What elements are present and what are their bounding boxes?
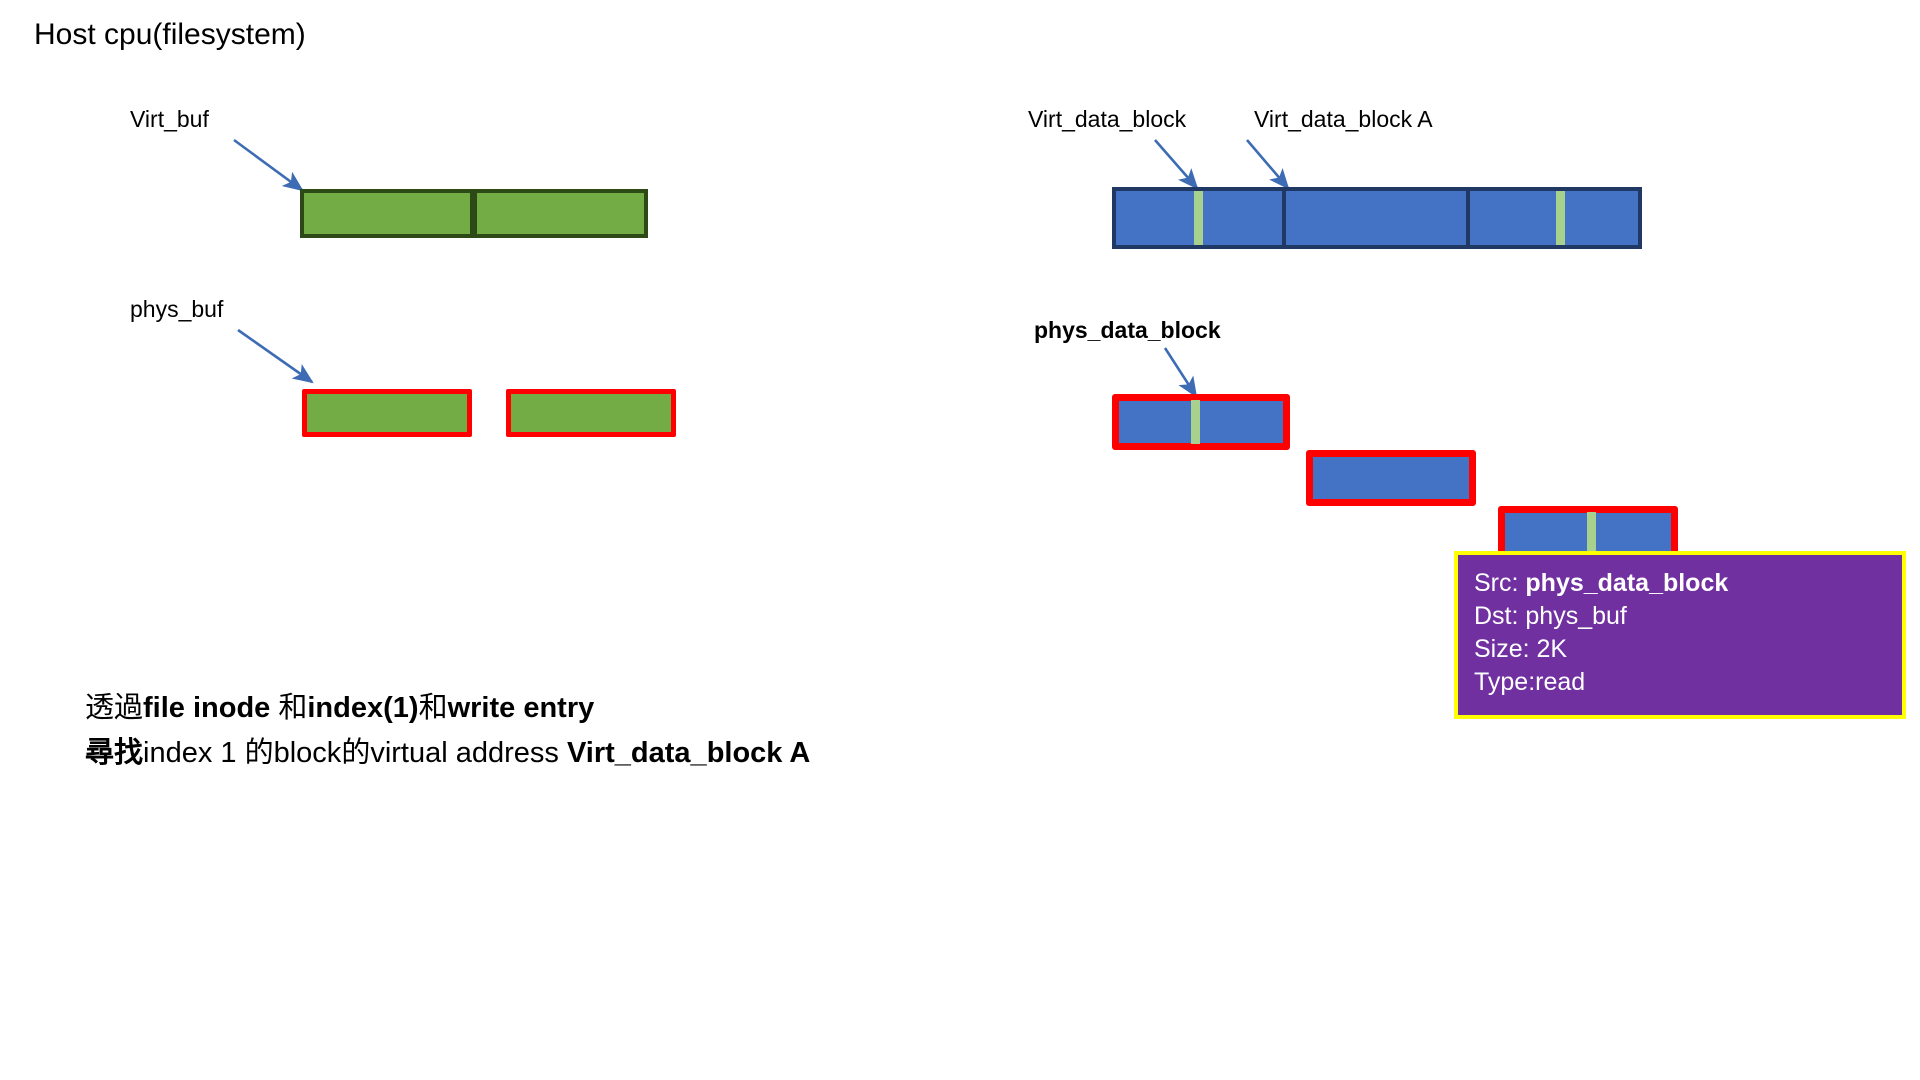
label-virt-data-block-a: Virt_data_block A	[1254, 106, 1433, 132]
note-l1-p4: index(1)	[307, 692, 419, 724]
arrow-phys-buf	[237, 328, 314, 384]
transfer-dst-value: phys_buf	[1525, 602, 1627, 630]
transfer-size-value: 2K	[1536, 635, 1568, 663]
virt-data-block-bar	[1112, 187, 1642, 249]
page-title: Host cpu(filesystem)	[34, 18, 306, 51]
arrow-phys-data-block	[1163, 347, 1198, 398]
note-l2-p6: virtual address	[370, 737, 567, 769]
arrow-virt-data-block-a	[1246, 139, 1290, 190]
label-phys-data-block: phys_data_block	[1034, 317, 1221, 343]
arrow-virt-buf	[233, 138, 304, 192]
block-boundary-stripe	[1194, 191, 1203, 245]
transfer-src-line: Src: phys_data_block	[1474, 567, 1886, 600]
phys-buf-box	[506, 389, 676, 437]
label-virt-buf: Virt_buf	[130, 106, 209, 132]
note-l2-p4: block	[273, 737, 342, 769]
label-virt-data-block: Virt_data_block	[1028, 106, 1187, 132]
explanation-note: 透過file inode 和index(1)和write entry 尋找ind…	[85, 686, 810, 776]
note-l2-p3: 的	[244, 737, 274, 769]
transfer-src-key: Src:	[1474, 569, 1526, 597]
note-l1-p3: 和	[278, 692, 308, 724]
phys-data-block-box	[1112, 394, 1290, 450]
arrow-virt-data-block	[1154, 139, 1199, 190]
note-l1-p2: file inode	[143, 692, 279, 724]
transfer-type-line: Type:read	[1474, 666, 1886, 699]
virt-data-block-segment	[1466, 191, 1638, 245]
block-boundary-stripe	[1587, 512, 1596, 556]
phys-data-block-box	[1306, 450, 1476, 506]
transfer-type-key: Type:	[1474, 668, 1536, 696]
block-boundary-stripe	[1191, 400, 1200, 444]
note-l2-p5: 的	[341, 737, 371, 769]
note-l1-p6: write entry	[447, 692, 595, 724]
explanation-note-line-1: 透過file inode 和index(1)和write entry	[85, 686, 810, 731]
transfer-dst-key: Dst:	[1474, 602, 1526, 630]
transfer-src-value: phys_data_block	[1525, 569, 1729, 597]
note-l2-p1: 尋找	[85, 737, 144, 769]
block-boundary-stripe	[1556, 191, 1565, 245]
virt-buf-cell	[474, 189, 648, 238]
transfer-type-value: read	[1535, 668, 1586, 696]
note-l1-p1: 透過	[85, 692, 144, 724]
note-l1-p5: 和	[418, 692, 448, 724]
phys-buf-box	[302, 389, 472, 437]
virt-data-block-segment	[1116, 191, 1282, 245]
label-phys-buf: phys_buf	[130, 296, 224, 322]
virt-buf-cell	[300, 189, 474, 238]
note-l2-p2: index 1	[143, 737, 245, 769]
transfer-size-key: Size:	[1474, 635, 1537, 663]
explanation-note-line-2: 尋找index 1 的block的virtual address Virt_da…	[85, 731, 810, 776]
transfer-dst-line: Dst: phys_buf	[1474, 600, 1886, 633]
transfer-info-card: Src: phys_data_block Dst: phys_buf Size:…	[1454, 551, 1906, 719]
virt-data-block-segment	[1282, 191, 1466, 245]
note-l2-p7: Virt_data_block A	[566, 737, 811, 769]
virt-buf-bar	[300, 189, 648, 238]
transfer-size-line: Size: 2K	[1474, 633, 1886, 666]
